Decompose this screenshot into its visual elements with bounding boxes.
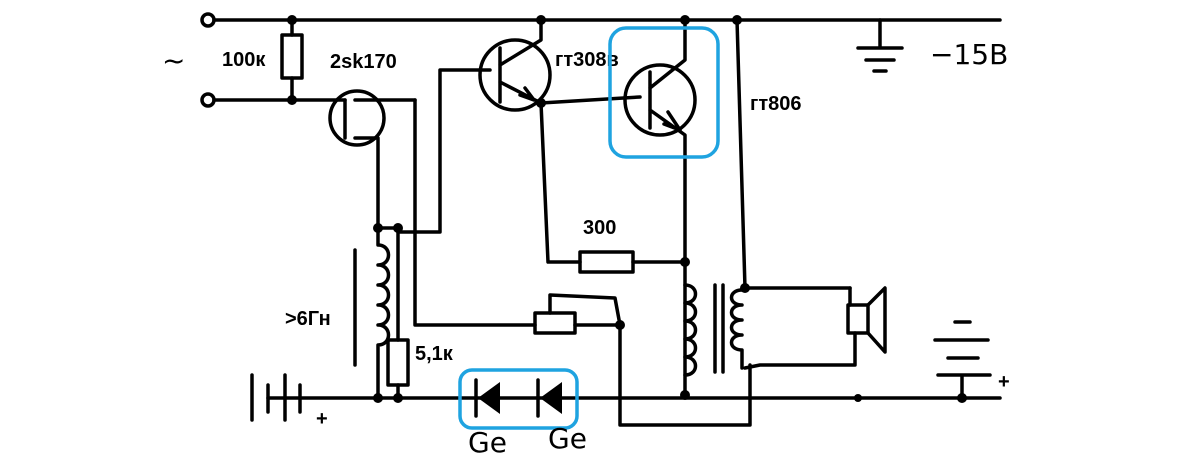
resistor-100k — [280, 18, 304, 102]
transistor-gt806 — [623, 18, 697, 397]
output-transformer — [683, 18, 857, 377]
resistor-300 — [578, 250, 635, 274]
speaker-icon — [846, 286, 887, 354]
diode-ge-1 — [474, 378, 500, 418]
supply-voltage-label: −15В — [930, 38, 1008, 71]
ac-symbol: ~ — [162, 44, 185, 77]
ground-symbol — [856, 18, 904, 73]
diode-2-label: Ge — [548, 422, 587, 455]
resistor-5-1k-label: 5,1к — [415, 343, 454, 365]
jfet-2sk170 — [328, 89, 537, 327]
battery-right-plus: + — [998, 371, 1010, 393]
transistor-driver-label: гт308в — [555, 49, 619, 71]
potentiometer — [533, 293, 752, 427]
input-terminal-top — [200, 12, 216, 28]
highlight-box-gt806 — [608, 26, 720, 159]
resistor-100k-label: 100к — [222, 49, 266, 71]
input-terminal-bottom — [200, 92, 216, 108]
inductor-label: >6Гн — [285, 308, 331, 330]
diode-ge-2 — [536, 378, 562, 418]
highlight-box-diodes — [458, 368, 579, 430]
inductor-6h — [353, 226, 391, 400]
battery-left-plus: + — [316, 408, 328, 430]
diode-1-label: Ge — [468, 426, 507, 459]
transistor-gt308v — [478, 18, 552, 112]
top-rail — [200, 12, 1002, 28]
jfet-label: 2sk170 — [330, 51, 397, 73]
transistor-output-label: гт806 — [750, 93, 802, 115]
battery-left — [250, 373, 302, 422]
resistor-300-label: 300 — [583, 217, 616, 239]
battery-right — [933, 320, 992, 400]
resistor-5-1k — [386, 226, 410, 400]
